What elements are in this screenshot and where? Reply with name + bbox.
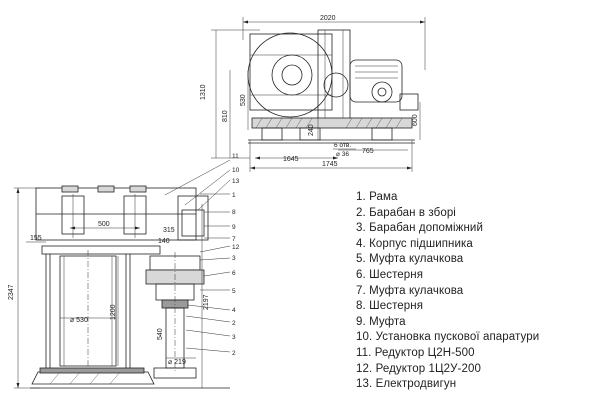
dim-240: 240	[308, 124, 315, 136]
callout-9: 9	[232, 224, 236, 231]
dim-2020: 2020	[320, 15, 336, 22]
dim-600: 600	[412, 114, 419, 126]
legend-item: 13. Електродвигун	[356, 378, 457, 391]
callout-1-top: 1	[232, 192, 236, 199]
dim-holes: 6 отв.	[334, 142, 351, 149]
legend-item: 3. Барабан допоміжний	[356, 222, 483, 235]
callout-2-lower: 2	[232, 350, 236, 357]
dim-155: 155	[30, 235, 42, 242]
motor-outline	[349, 59, 403, 103]
legend-item: 12. Редуктор 1Ц2У-200	[356, 362, 481, 375]
drum-housing-frame	[249, 33, 333, 111]
parts-legend: 1. Рама 2. Барабан в зборі 3. Барабан до…	[356, 190, 596, 393]
legend-item: 5. Муфта кулачкова	[356, 253, 464, 266]
callouts: 11 10 13 1 8 9 7 12 3 6 5 4 2 3 2	[164, 153, 240, 357]
dim-1645: 1645	[283, 156, 299, 163]
callout-11: 11	[232, 153, 239, 160]
dim-drum-diameter: ⌀ 530	[70, 317, 88, 324]
legend-item: 10. Установка пускової апаратури	[356, 331, 540, 344]
dim-540: 540	[157, 328, 164, 340]
callout-8: 8	[232, 209, 236, 216]
callout-6: 6	[232, 270, 236, 277]
callout-4: 4	[232, 307, 236, 314]
callout-10: 10	[232, 167, 240, 174]
legend-item: 7. Муфта кулачкова	[356, 284, 464, 297]
top-view: 2020 1310 810 530	[200, 15, 426, 172]
callout-2-upper: 2	[232, 320, 236, 327]
callout-12: 12	[232, 244, 240, 251]
dim-765: 765	[362, 148, 374, 155]
legend-item: 11. Редуктор Ц2Н-500	[356, 346, 475, 359]
legend-item: 4. Корпус підшипника	[356, 237, 473, 250]
dim-1200: 1200	[110, 304, 117, 320]
legend-item: 1. Рама	[356, 191, 398, 203]
dim-810: 810	[222, 110, 229, 122]
dim-500: 500	[98, 221, 110, 228]
dim-140: 140	[158, 238, 170, 245]
callout-7: 7	[232, 236, 236, 243]
callout-3-lower: 3	[232, 334, 236, 341]
legend-item: 9. Муфта	[356, 315, 406, 328]
legend-item: 8. Шестерня	[356, 300, 424, 313]
callout-3-upper: 3	[232, 255, 236, 262]
side-view: 2347 500 155 315 140 ⌀ 530	[8, 185, 230, 389]
drum-housing-outline	[247, 32, 333, 118]
dim-hole-diameter: ⌀ 36	[336, 151, 349, 158]
legend-item: 2. Барабан в зборі	[356, 206, 456, 219]
dim-2197: 2197	[203, 294, 210, 310]
dim-2347: 2347	[8, 284, 15, 300]
legend-item: 6. Шестерня	[356, 268, 424, 281]
callout-5: 5	[232, 288, 236, 295]
dim-1745: 1745	[322, 161, 338, 168]
callout-13: 13	[232, 178, 240, 185]
dim-315: 315	[163, 227, 175, 234]
dim-530: 530	[240, 94, 247, 106]
dim-1310: 1310	[200, 84, 207, 100]
dim-diameter-219: ⌀ 219	[168, 359, 186, 366]
